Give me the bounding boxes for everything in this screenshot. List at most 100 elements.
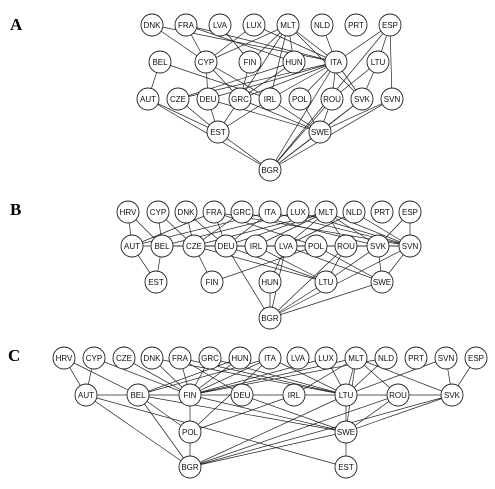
edge-aut-bgr [85, 394, 191, 468]
node-circle [258, 200, 282, 224]
node-label: BEL [152, 58, 168, 67]
node-fin: FIN [238, 50, 262, 74]
node-label: LUX [318, 354, 334, 363]
edge-hun-cze [177, 61, 295, 100]
edge-group [63, 357, 477, 468]
edge-group [127, 211, 411, 319]
node-circle [434, 346, 458, 370]
node-label: PRT [348, 21, 364, 30]
node-circle [314, 270, 338, 294]
edge-grc-swe [239, 98, 321, 133]
node-bel: BEL [150, 234, 174, 258]
node-label: NLD [314, 21, 330, 30]
node-lva: LVA [208, 13, 232, 37]
node-circle [52, 346, 76, 370]
node-circle [178, 455, 202, 479]
node-fin: FIN [200, 270, 224, 294]
node-circle [334, 383, 358, 407]
node-label: GRC [233, 208, 251, 217]
node-circle [194, 50, 218, 74]
node-circle [334, 420, 358, 444]
edge-mlt-irl [269, 24, 289, 100]
node-circle [314, 200, 338, 224]
node-circle [282, 383, 306, 407]
node-hun: HUN [282, 50, 306, 74]
node-mlt: MLT [276, 13, 300, 37]
node-circle [140, 13, 164, 37]
node-hun: HUN [228, 346, 252, 370]
node-circle [238, 50, 262, 74]
node-label: CYP [198, 58, 214, 67]
node-label: AUT [78, 391, 94, 400]
node-circle [198, 346, 222, 370]
node-label: ITA [264, 208, 277, 217]
node-label: BGR [261, 166, 279, 175]
node-label: ROU [337, 242, 355, 251]
edge-ltu-bgr [189, 394, 347, 468]
node-cyp: CYP [82, 346, 106, 370]
node-circle [228, 87, 252, 111]
node-svn: SVN [398, 234, 422, 258]
node-cze: CZE [112, 346, 136, 370]
node-fin: FIN [178, 383, 202, 407]
node-prt: PRT [344, 13, 368, 37]
edge-bel-bgr [137, 394, 191, 468]
node-nld: NLD [374, 346, 398, 370]
node-circle [310, 13, 334, 37]
node-rou: ROU [386, 383, 410, 407]
node-label: CZE [170, 95, 186, 104]
node-label: SVK [370, 242, 387, 251]
node-circle [230, 383, 254, 407]
node-label: IRL [288, 391, 301, 400]
node-label: ITA [264, 354, 277, 363]
node-circle [386, 383, 410, 407]
node-circle [112, 346, 136, 370]
node-circle [120, 234, 144, 258]
node-aut: AUT [120, 234, 144, 258]
node-irl: IRL [258, 87, 282, 111]
edge-mlt-irl [255, 211, 327, 247]
node-label: ROU [389, 391, 407, 400]
node-circle [206, 120, 230, 144]
node-circle [286, 200, 310, 224]
node-lux: LUX [286, 200, 310, 224]
edge-bel-irl [159, 61, 271, 100]
node-bel: BEL [126, 383, 150, 407]
node-circle [374, 346, 398, 370]
node-circle [74, 383, 98, 407]
node-esp: ESP [378, 13, 402, 37]
node-circle [464, 346, 488, 370]
node-ita: ITA [258, 346, 282, 370]
node-label: AUT [140, 95, 156, 104]
node-circle [136, 87, 160, 111]
edge-ita-ltu [269, 357, 347, 396]
edge-mlt-svk [355, 357, 453, 396]
node-label: MLT [318, 208, 334, 217]
edge-cze-ltu [193, 245, 327, 283]
node-circle [178, 383, 202, 407]
node-dnk: DNK [140, 346, 164, 370]
edge-hun-bel [137, 357, 241, 396]
node-circle [116, 200, 140, 224]
node-circle [380, 87, 404, 111]
node-svn: SVN [380, 87, 404, 111]
node-circle [258, 158, 282, 182]
node-label: HRV [56, 354, 73, 363]
node-circle [286, 346, 310, 370]
node-circle [178, 420, 202, 444]
node-fra: FRA [168, 346, 192, 370]
node-label: FRA [178, 21, 195, 30]
node-circle [202, 200, 226, 224]
node-svn: SVN [434, 346, 458, 370]
node-bgr: BGR [178, 455, 202, 479]
edge-ita-fin [189, 357, 271, 396]
node-est: EST [144, 270, 168, 294]
node-swe: SWE [334, 420, 358, 444]
edge-svn-ltu [345, 357, 447, 396]
node-label: GRC [201, 354, 219, 363]
node-circle [304, 234, 328, 258]
node-label: EST [148, 278, 164, 287]
node-rou: ROU [334, 234, 358, 258]
edge-fin-swe [189, 394, 347, 433]
node-label: FIN [184, 391, 197, 400]
